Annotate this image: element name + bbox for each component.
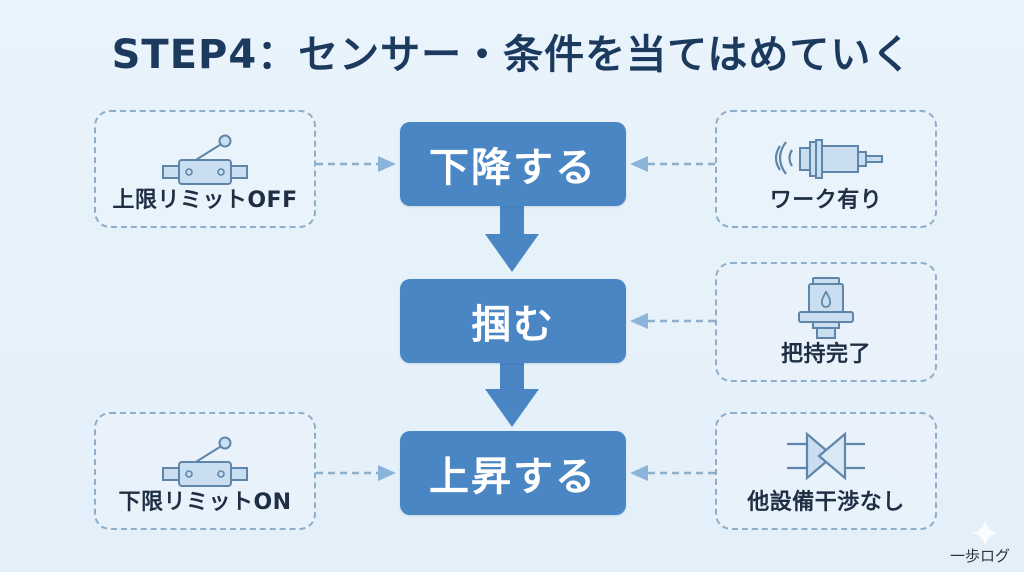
condition-label: 下限リミットON: [118, 490, 292, 515]
condition-label: 把持完了: [780, 342, 871, 367]
condition-grip-complete: 把持完了: [715, 262, 937, 382]
interference-valve-icon: [787, 431, 865, 481]
flow-arrow-1: [485, 206, 539, 272]
page-title: STEP4：センサー・条件を当てはめていく: [111, 32, 913, 78]
condition-upper-limit-off: 上限リミットOFF: [94, 110, 316, 228]
limit-switch-icon: [162, 436, 248, 487]
flow-arrow-2: [485, 363, 539, 427]
brand-watermark: 一歩ログ: [949, 547, 1010, 565]
step-ascend: 上昇する: [400, 431, 626, 515]
step-label: 掴む: [471, 302, 555, 348]
step-grip: 掴む: [400, 279, 626, 363]
connector-right-middle: [630, 313, 715, 329]
condition-no-interference: 他設備干渉なし: [715, 412, 937, 530]
connector-right-top: [630, 156, 715, 172]
step-descend: 下降する: [400, 122, 626, 206]
condition-lower-limit-on: 下限リミットON: [94, 412, 316, 530]
condition-label: ワーク有り: [769, 188, 883, 213]
step-label: 下降する: [429, 145, 597, 191]
limit-switch-icon: [162, 134, 248, 185]
connector-left-top: [316, 156, 396, 172]
condition-label: 他設備干渉なし: [747, 490, 905, 515]
proximity-sensor-icon: [774, 139, 883, 179]
pressure-sensor-icon: [798, 277, 854, 339]
sparkle-icon: [972, 520, 998, 546]
condition-work-present: ワーク有り: [715, 110, 937, 228]
connector-left-bottom: [316, 465, 396, 481]
connector-right-bottom: [630, 465, 715, 481]
condition-label: 上限リミットOFF: [112, 188, 298, 213]
step-label: 上昇する: [429, 454, 597, 500]
